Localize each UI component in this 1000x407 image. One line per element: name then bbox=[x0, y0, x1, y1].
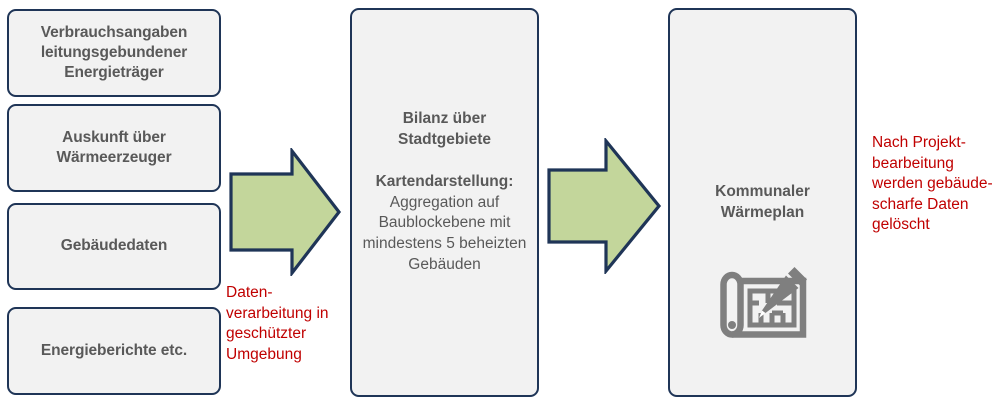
source-box-auskunft-waermeerzeuger[interactable]: Auskunft über Wärmeerzeuger bbox=[7, 104, 221, 192]
source-box-verbrauchsangaben[interactable]: Verbrauchsangaben leitungsgebundener Ene… bbox=[7, 9, 221, 97]
result-title: Kommunaler Wärmeplan bbox=[715, 183, 810, 221]
processing-sub-body: Aggregation auf Baublockebene mit mindes… bbox=[362, 193, 527, 273]
arrow-right-icon-processing-to-result bbox=[546, 136, 662, 276]
source-box-gebaeudedaten[interactable]: Gebäudedaten bbox=[7, 203, 221, 290]
source-box-energieberichte[interactable]: Energieberichte etc. bbox=[7, 307, 221, 395]
arrow-right-icon-sources-to-processing bbox=[228, 146, 342, 278]
processing-box-content: Bilanz über Stadtgebiete Kartendarstellu… bbox=[358, 109, 531, 275]
note-data-deletion: Nach Projekt-bearbeitung werden gebäude-… bbox=[872, 134, 993, 234]
source-box-label: Gebäudedaten bbox=[60, 237, 168, 255]
result-box[interactable]: Kommunaler Wärmeplan bbox=[668, 8, 857, 397]
processing-sub-heading: Kartendarstellung: bbox=[375, 173, 514, 191]
processing-title: Bilanz über Stadtgebiete bbox=[397, 110, 491, 148]
source-box-label: Energieberichte etc. bbox=[40, 341, 188, 359]
processing-box[interactable]: Bilanz über Stadtgebiete Kartendarstellu… bbox=[350, 8, 539, 397]
note-data-processing: Daten-verarbeitung in geschützter Umgebu… bbox=[226, 284, 329, 363]
blueprint-pencil-icon bbox=[715, 261, 811, 350]
source-box-label: Auskunft über Wärmeerzeuger bbox=[56, 128, 172, 166]
source-box-label: Verbrauchsangaben leitungsgebundener Ene… bbox=[40, 23, 188, 82]
